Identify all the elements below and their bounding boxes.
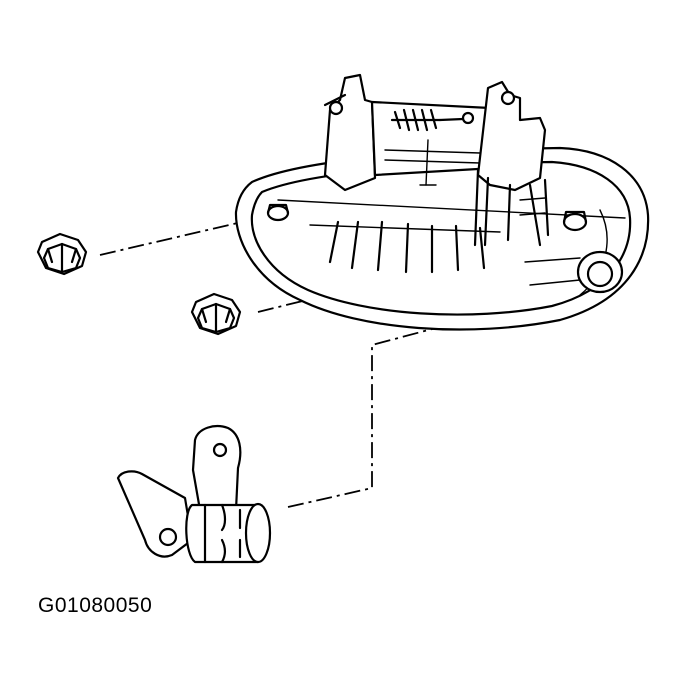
lever-mechanism (323, 73, 550, 247)
nut-upper (36, 232, 88, 276)
mounting-studs (266, 203, 588, 232)
lock-cylinder (116, 424, 272, 564)
figure-code-label: G01080050 (38, 594, 153, 617)
lock-cylinder-bore (524, 250, 624, 294)
grip-ribs (309, 220, 501, 274)
nut-lower (190, 292, 242, 336)
return-spring (390, 108, 475, 132)
